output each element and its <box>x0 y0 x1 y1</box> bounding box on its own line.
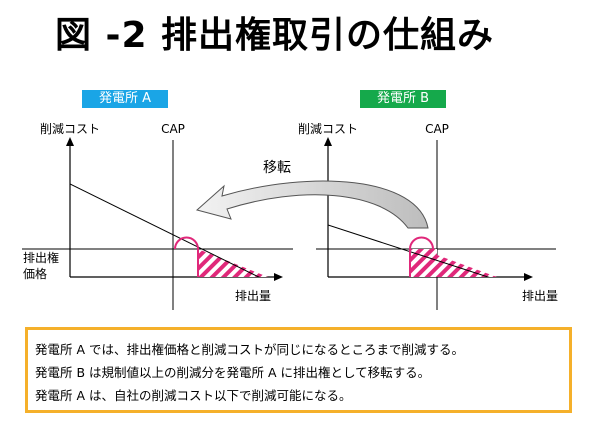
plant-a-graph: 削減コスト CAP 排出権 価格 排出量 <box>22 121 293 310</box>
plant-a-hatched-area <box>198 249 268 277</box>
plant-b-x-arrow <box>524 273 533 281</box>
plant-b-label: 発電所 B <box>360 90 446 108</box>
plant-a-price-label-1: 排出権 <box>23 250 59 265</box>
note-line-3: 発電所 A は、自社の削減コスト以下で削減可能になる。 <box>35 388 352 403</box>
plant-b-cap-label: CAP <box>425 122 449 136</box>
transfer-arrow: 移転 <box>195 160 429 229</box>
note-line-2: 発電所 B は規制値以上の削減分を発電所 A に排出権として移転する。 <box>35 365 431 380</box>
plant-b-hatched-tri <box>437 255 497 277</box>
plant-a-price-label-2: 価格 <box>23 266 47 281</box>
plant-b-y-axis-label: 削減コスト <box>298 121 358 136</box>
plant-a-cost-line <box>70 183 260 277</box>
plant-b-y-arrow <box>324 137 332 146</box>
transfer-arrow-shape <box>195 180 429 229</box>
note-line-1: 発電所 A では、排出権価格と削減コストが同じになるところまで削減する。 <box>35 342 464 357</box>
plant-b-x-axis-label: 排出量 <box>522 289 558 303</box>
transfer-label: 移転 <box>263 160 291 176</box>
plant-a-y-arrow <box>66 137 74 146</box>
plant-a-y-axis-label: 削減コスト <box>40 121 100 136</box>
plant-b-cost-line <box>328 224 490 277</box>
plant-a-intersection-arc <box>174 236 199 250</box>
plant-b-hatched-rect <box>410 249 437 277</box>
page-title: 図 -2 排出権取引の仕組み <box>55 15 495 56</box>
plant-a-cap-label: CAP <box>161 122 185 136</box>
plant-b-intersection-arc <box>409 236 434 250</box>
plant-b-graph: 削減コスト CAP 排出量 <box>298 121 558 310</box>
plant-a-x-axis-label: 排出量 <box>235 289 271 303</box>
explanation-box <box>25 327 572 413</box>
plant-a-x-arrow <box>274 273 283 281</box>
plant-a-label: 発電所 A <box>82 90 168 108</box>
